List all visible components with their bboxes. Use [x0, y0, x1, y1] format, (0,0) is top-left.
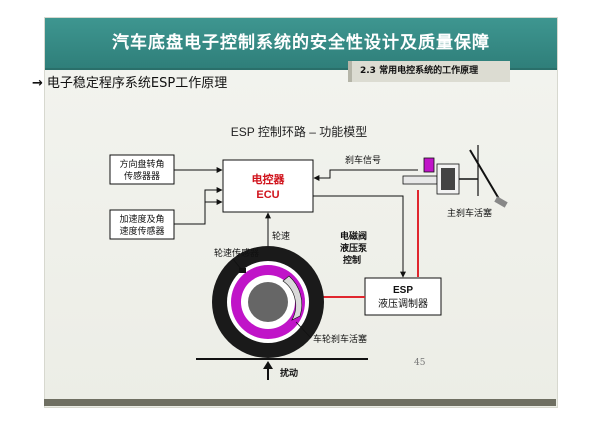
master-cylinder-label: 主刹车活塞 [447, 207, 492, 218]
esp-label-1: ESP [393, 285, 413, 296]
arrow-right-icon: → [32, 76, 43, 91]
wheel-piston-label: 车轮刹车活塞 [313, 333, 367, 344]
wheel-assembly [212, 246, 324, 358]
steering-sensor-label-2: 传感器器 [124, 170, 160, 181]
steering-sensor-label-1: 方向盘转角 [119, 158, 164, 169]
sensor-to-ecu-arrows [174, 167, 223, 225]
brake-signal-arrow [313, 169, 418, 181]
ecu-label-2: ECU [256, 189, 279, 201]
diagram-heading: ESP 控制环路 – 功能模型 [231, 124, 367, 139]
brake-signal-label: 刹车信号 [345, 154, 381, 165]
valve-label-2: 液压泵 [340, 242, 368, 253]
page-number: 45 [414, 358, 426, 368]
accel-sensor-label-2: 速度传感器 [119, 225, 164, 236]
accel-sensor-label-1: 加速度及角 [119, 213, 164, 224]
accel-sensor-box: 加速度及角 速度传感器 [109, 209, 175, 240]
brake-pedal-assembly [402, 145, 508, 208]
subtitle: →电子稳定程序系统ESP工作原理 [32, 72, 227, 91]
title-bar: 汽车底盘电子控制系统的安全性设计及质量保障 [45, 18, 557, 70]
wheel-speed-label: 轮速 [272, 230, 290, 241]
esp-label-2: 液压调制器 [378, 297, 428, 310]
wheel-speed-sensor-pointer [232, 258, 242, 270]
valve-label-1: 电磁阀 [340, 230, 367, 241]
wheel-speed-sensor-label: 轮速传感器 [214, 247, 259, 258]
ecu-box: 电控器 ECU [222, 159, 314, 213]
ecu-to-esp-arrow [313, 195, 406, 278]
esp-modulator-box: ESP 液压调制器 [364, 277, 442, 316]
valve-label-3: 控制 [343, 254, 361, 265]
subtitle-text: 电子稳定程序系统ESP工作原理 [46, 76, 228, 91]
ecu-label-1: 电控器 [252, 172, 286, 186]
bottom-bar [44, 399, 556, 406]
steering-sensor-box: 方向盘转角 传感器器 [109, 154, 175, 185]
slide-title: 汽车底盘电子控制系统的安全性设计及质量保障 [112, 33, 490, 53]
section-tag: 2.3 常用电控系统的工作原理 [348, 61, 510, 82]
disturbance-arrowhead [263, 361, 273, 369]
disturbance-label: 扰动 [280, 367, 298, 378]
wheel-piston-pointer [295, 321, 312, 339]
